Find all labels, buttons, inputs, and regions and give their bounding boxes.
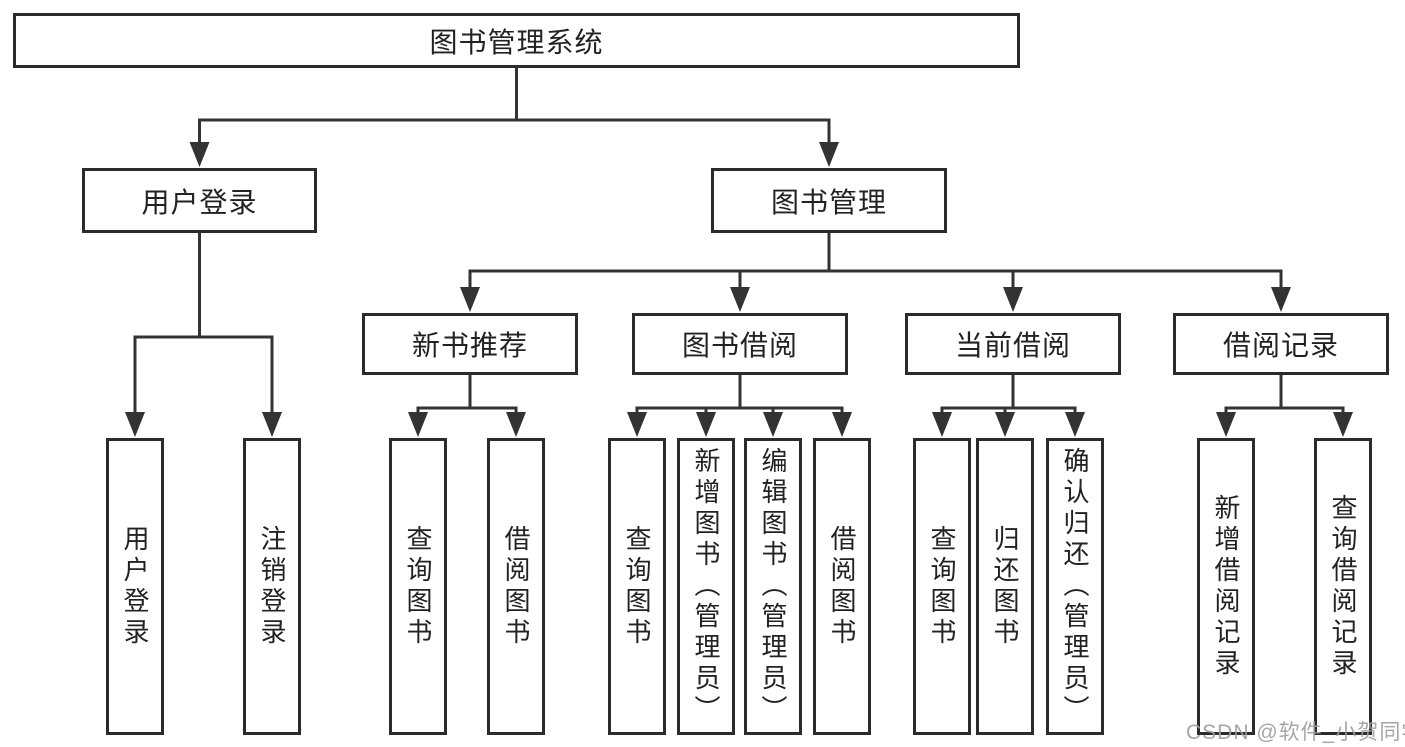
arrowhead-icon	[125, 412, 145, 437]
node-current: 当前借阅	[905, 313, 1121, 375]
node-label: 查询图书	[927, 524, 957, 649]
node-label: 查询借阅记录	[1328, 493, 1358, 680]
arrowhead-icon	[460, 287, 480, 312]
node-label: 用户登录	[120, 524, 150, 649]
arrowhead-icon	[1333, 412, 1353, 437]
node-e2: 查询借阅记录	[1314, 438, 1372, 735]
node-label: 查询图书	[622, 524, 652, 649]
node-label: 新增借阅记录	[1211, 493, 1241, 680]
arrowhead-icon	[1271, 287, 1291, 312]
arrowhead-icon	[1216, 412, 1236, 437]
node-root: 图书管理系统	[13, 13, 1020, 68]
node-d2: 归还图书	[976, 438, 1034, 735]
node-b2: 借阅图书	[487, 438, 545, 735]
node-borrow: 图书借阅	[632, 313, 848, 375]
node-label: 当前借阅	[954, 330, 1071, 361]
arrowhead-icon	[832, 412, 852, 437]
node-c2: 新增图书（管理员）	[677, 438, 735, 735]
watermark: CSDN @软件_小贺同学	[1186, 721, 1405, 744]
node-a1: 用户登录	[106, 438, 164, 735]
arrowhead-icon	[408, 412, 428, 437]
node-label: 归还图书	[990, 524, 1020, 649]
node-mgmt: 图书管理	[711, 168, 947, 233]
arrowhead-icon	[1003, 287, 1023, 312]
node-label: 借阅图书	[827, 524, 857, 649]
node-label: 用户登录	[141, 186, 258, 218]
node-b1: 查询图书	[389, 438, 447, 735]
node-d1: 查询图书	[913, 438, 971, 735]
node-label: 新增图书（管理员）	[691, 447, 721, 726]
node-label: 确认归还（管理员）	[1060, 447, 1090, 726]
node-c4: 借阅图书	[813, 438, 871, 735]
node-label: 编辑图书（管理员）	[758, 447, 788, 726]
arrowhead-icon	[730, 287, 750, 312]
arrowhead-icon	[627, 412, 647, 437]
node-label: 新书推荐	[411, 330, 528, 361]
node-label: 图书管理系统	[429, 26, 604, 58]
node-label: 图书借阅	[681, 330, 798, 361]
node-label: 借阅图书	[501, 524, 531, 649]
arrowhead-icon	[763, 412, 783, 437]
node-c3: 编辑图书（管理员）	[744, 438, 802, 735]
node-label: 借阅记录	[1222, 330, 1339, 361]
node-d3: 确认归还（管理员）	[1046, 438, 1104, 735]
arrowhead-icon	[189, 142, 210, 167]
arrowhead-icon	[1065, 412, 1085, 437]
arrowhead-icon	[506, 412, 526, 437]
arrowhead-icon	[932, 412, 952, 437]
node-c1: 查询图书	[608, 438, 666, 735]
node-a2: 注销登录	[243, 438, 301, 735]
arrowhead-icon	[819, 142, 839, 167]
arrowhead-icon	[262, 412, 282, 437]
node-label: 图书管理	[770, 186, 887, 218]
node-newbook: 新书推荐	[362, 313, 578, 375]
arrowhead-icon	[696, 412, 716, 437]
node-e1: 新增借阅记录	[1197, 438, 1255, 735]
arrowhead-icon	[995, 412, 1015, 437]
node-login: 用户登录	[82, 168, 317, 233]
node-label: 注销登录	[257, 524, 287, 649]
node-records: 借阅记录	[1173, 313, 1389, 375]
node-label: 查询图书	[403, 524, 433, 649]
